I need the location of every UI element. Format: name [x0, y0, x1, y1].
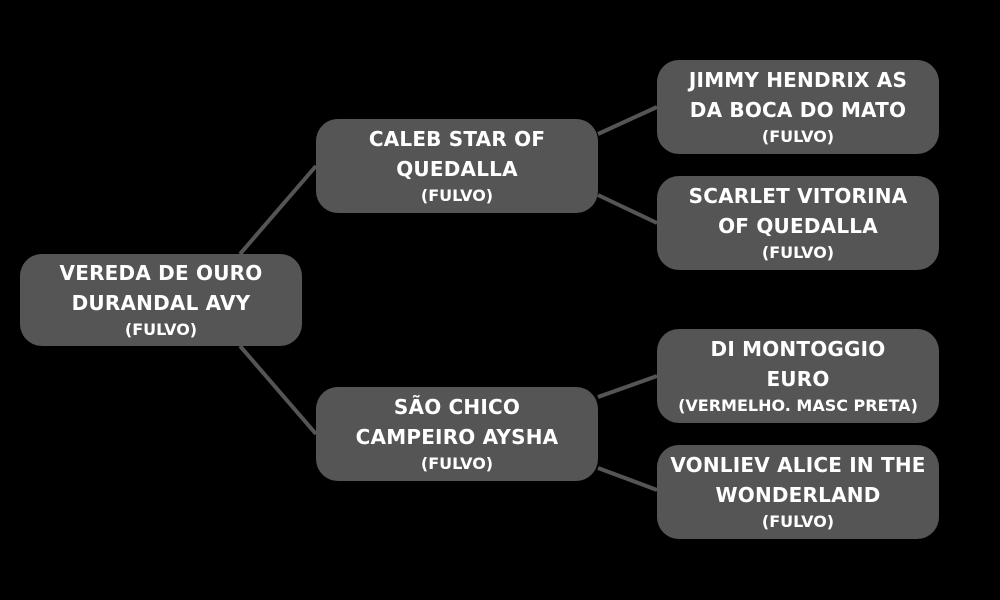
- pedigree-node-root: VEREDA DE OURO DURANDAL AVY (FULVO): [20, 254, 302, 346]
- connector-sire-sire-dam: [597, 193, 658, 225]
- connector-root-sire: [238, 164, 318, 256]
- dam-name-line-1: SÃO CHICO: [393, 395, 521, 419]
- dam-name-line-2: CAMPEIRO AYSHA: [355, 425, 559, 449]
- dam-sire-name-line-2: EURO: [766, 367, 830, 391]
- sire-dam-color: (FULVO): [761, 243, 835, 262]
- connector-dam-dam-dam: [597, 466, 658, 492]
- connector-root-dam: [238, 344, 318, 436]
- sire-name-line-2: QUEDALLA: [396, 157, 518, 181]
- pedigree-node-sire: CALEB STAR OF QUEDALLA (FULVO): [316, 119, 598, 213]
- sire-sire-name-line-1: JIMMY HENDRIX AS: [688, 68, 908, 92]
- dam-dam-color: (FULVO): [761, 512, 835, 531]
- dam-dam-name-line-2: WONDERLAND: [715, 483, 881, 507]
- connector-sire-sire-sire: [597, 105, 658, 136]
- pedigree-node-sire-sire: JIMMY HENDRIX AS DA BOCA DO MATO (FULVO): [657, 60, 939, 154]
- dam-color: (FULVO): [420, 454, 494, 473]
- sire-color: (FULVO): [420, 186, 494, 205]
- pedigree-node-dam-sire: DI MONTOGGIO EURO (VERMELHO. MASC PRETA): [657, 329, 939, 423]
- root-name-line-2: DURANDAL AVY: [71, 291, 251, 315]
- pedigree-node-sire-dam: SCARLET VITORINA OF QUEDALLA (FULVO): [657, 176, 939, 270]
- root-color: (FULVO): [124, 320, 198, 339]
- connector-dam-dam-sire: [597, 374, 658, 399]
- sire-sire-name-line-2: DA BOCA DO MATO: [689, 98, 907, 122]
- sire-dam-name-line-2: OF QUEDALLA: [718, 214, 878, 238]
- dam-sire-name-line-1: DI MONTOGGIO: [710, 337, 886, 361]
- dam-dam-name-line-1: VONLIEV ALICE IN THE: [670, 453, 926, 477]
- root-name-line-1: VEREDA DE OURO: [59, 261, 263, 285]
- sire-dam-name-line-1: SCARLET VITORINA: [688, 184, 908, 208]
- sire-sire-color: (FULVO): [761, 127, 835, 146]
- dam-sire-color: (VERMELHO. MASC PRETA): [678, 396, 918, 415]
- pedigree-node-dam-dam: VONLIEV ALICE IN THE WONDERLAND (FULVO): [657, 445, 939, 539]
- sire-name-line-1: CALEB STAR OF: [368, 127, 546, 151]
- pedigree-node-dam: SÃO CHICO CAMPEIRO AYSHA (FULVO): [316, 387, 598, 481]
